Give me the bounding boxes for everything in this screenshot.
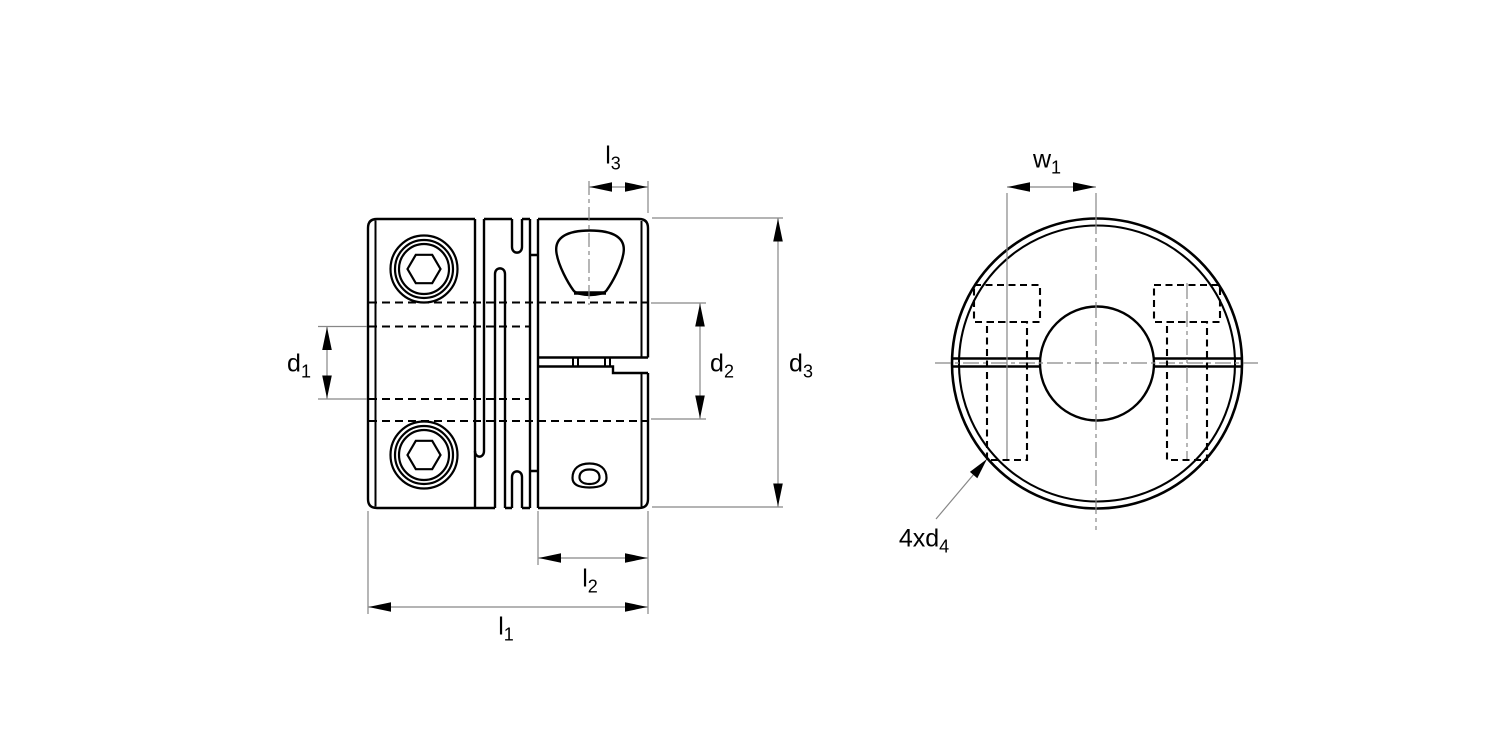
dim-l3-arrowheads — [589, 182, 648, 192]
right-screw-head-hidden — [1152, 283, 1222, 324]
dim-label-4xd4: 4xd4 — [898, 524, 950, 557]
hidden-clamp-screws — [972, 283, 1222, 462]
dim-label-d3: d3 — [789, 349, 813, 382]
top-set-screw — [389, 234, 459, 304]
top-screw-hex-socket — [406, 253, 442, 285]
dim-label-d1: d1 — [287, 349, 311, 382]
bottom-set-screw — [389, 420, 459, 490]
slit-bottom-center — [493, 267, 507, 508]
front-clamp-slit — [953, 357, 1241, 368]
dim-l2 — [537, 511, 648, 565]
dim-l1 — [367, 511, 649, 614]
dim-l3 — [588, 181, 649, 305]
leader-4xd4-arrowhead — [969, 459, 987, 479]
dim-label-l1: l1 — [498, 612, 514, 645]
side-view — [366, 217, 650, 510]
hidden-bore-lines — [369, 301, 647, 422]
right-hub-outline — [536, 217, 650, 510]
clamp-screw-opening — [555, 229, 625, 297]
front-view-centerlines — [935, 193, 1258, 530]
flex-slit-section — [473, 217, 538, 510]
right-screw-shaft-hidden — [1165, 320, 1209, 462]
dim-d3 — [652, 217, 783, 508]
left-hub-outline — [366, 217, 477, 510]
dim-w1-arrowheads — [1007, 182, 1096, 192]
dim-label-d2: d2 — [710, 349, 734, 382]
bottom-screw-hex-socket — [406, 439, 442, 471]
dim-d1 — [318, 325, 367, 400]
clamp-screw-thread-hole — [571, 462, 608, 489]
dim-d2 — [651, 302, 706, 420]
front-view — [935, 182, 1258, 530]
dim-l2-arrowheads — [538, 553, 648, 563]
slit-bottom-short — [510, 470, 524, 508]
dim-d1-arrowheads — [322, 327, 332, 399]
slit-top-short — [510, 219, 524, 254]
clamp-slot — [538, 356, 648, 375]
dim-d2-arrowheads — [695, 303, 705, 419]
dim-w1 — [1007, 182, 1096, 192]
dim-label-l3: l3 — [605, 141, 621, 174]
outer-diameter-circle — [950, 217, 1244, 510]
side-view-dimensions — [318, 181, 783, 614]
left-screw-shaft-hidden — [985, 320, 1029, 462]
dim-label-w1: w1 — [1032, 145, 1062, 178]
left-screw-head-hidden — [972, 283, 1042, 324]
slit-top-left — [473, 219, 486, 458]
dim-label-l2: l2 — [582, 564, 598, 597]
leader-4xd4 — [935, 459, 987, 520]
